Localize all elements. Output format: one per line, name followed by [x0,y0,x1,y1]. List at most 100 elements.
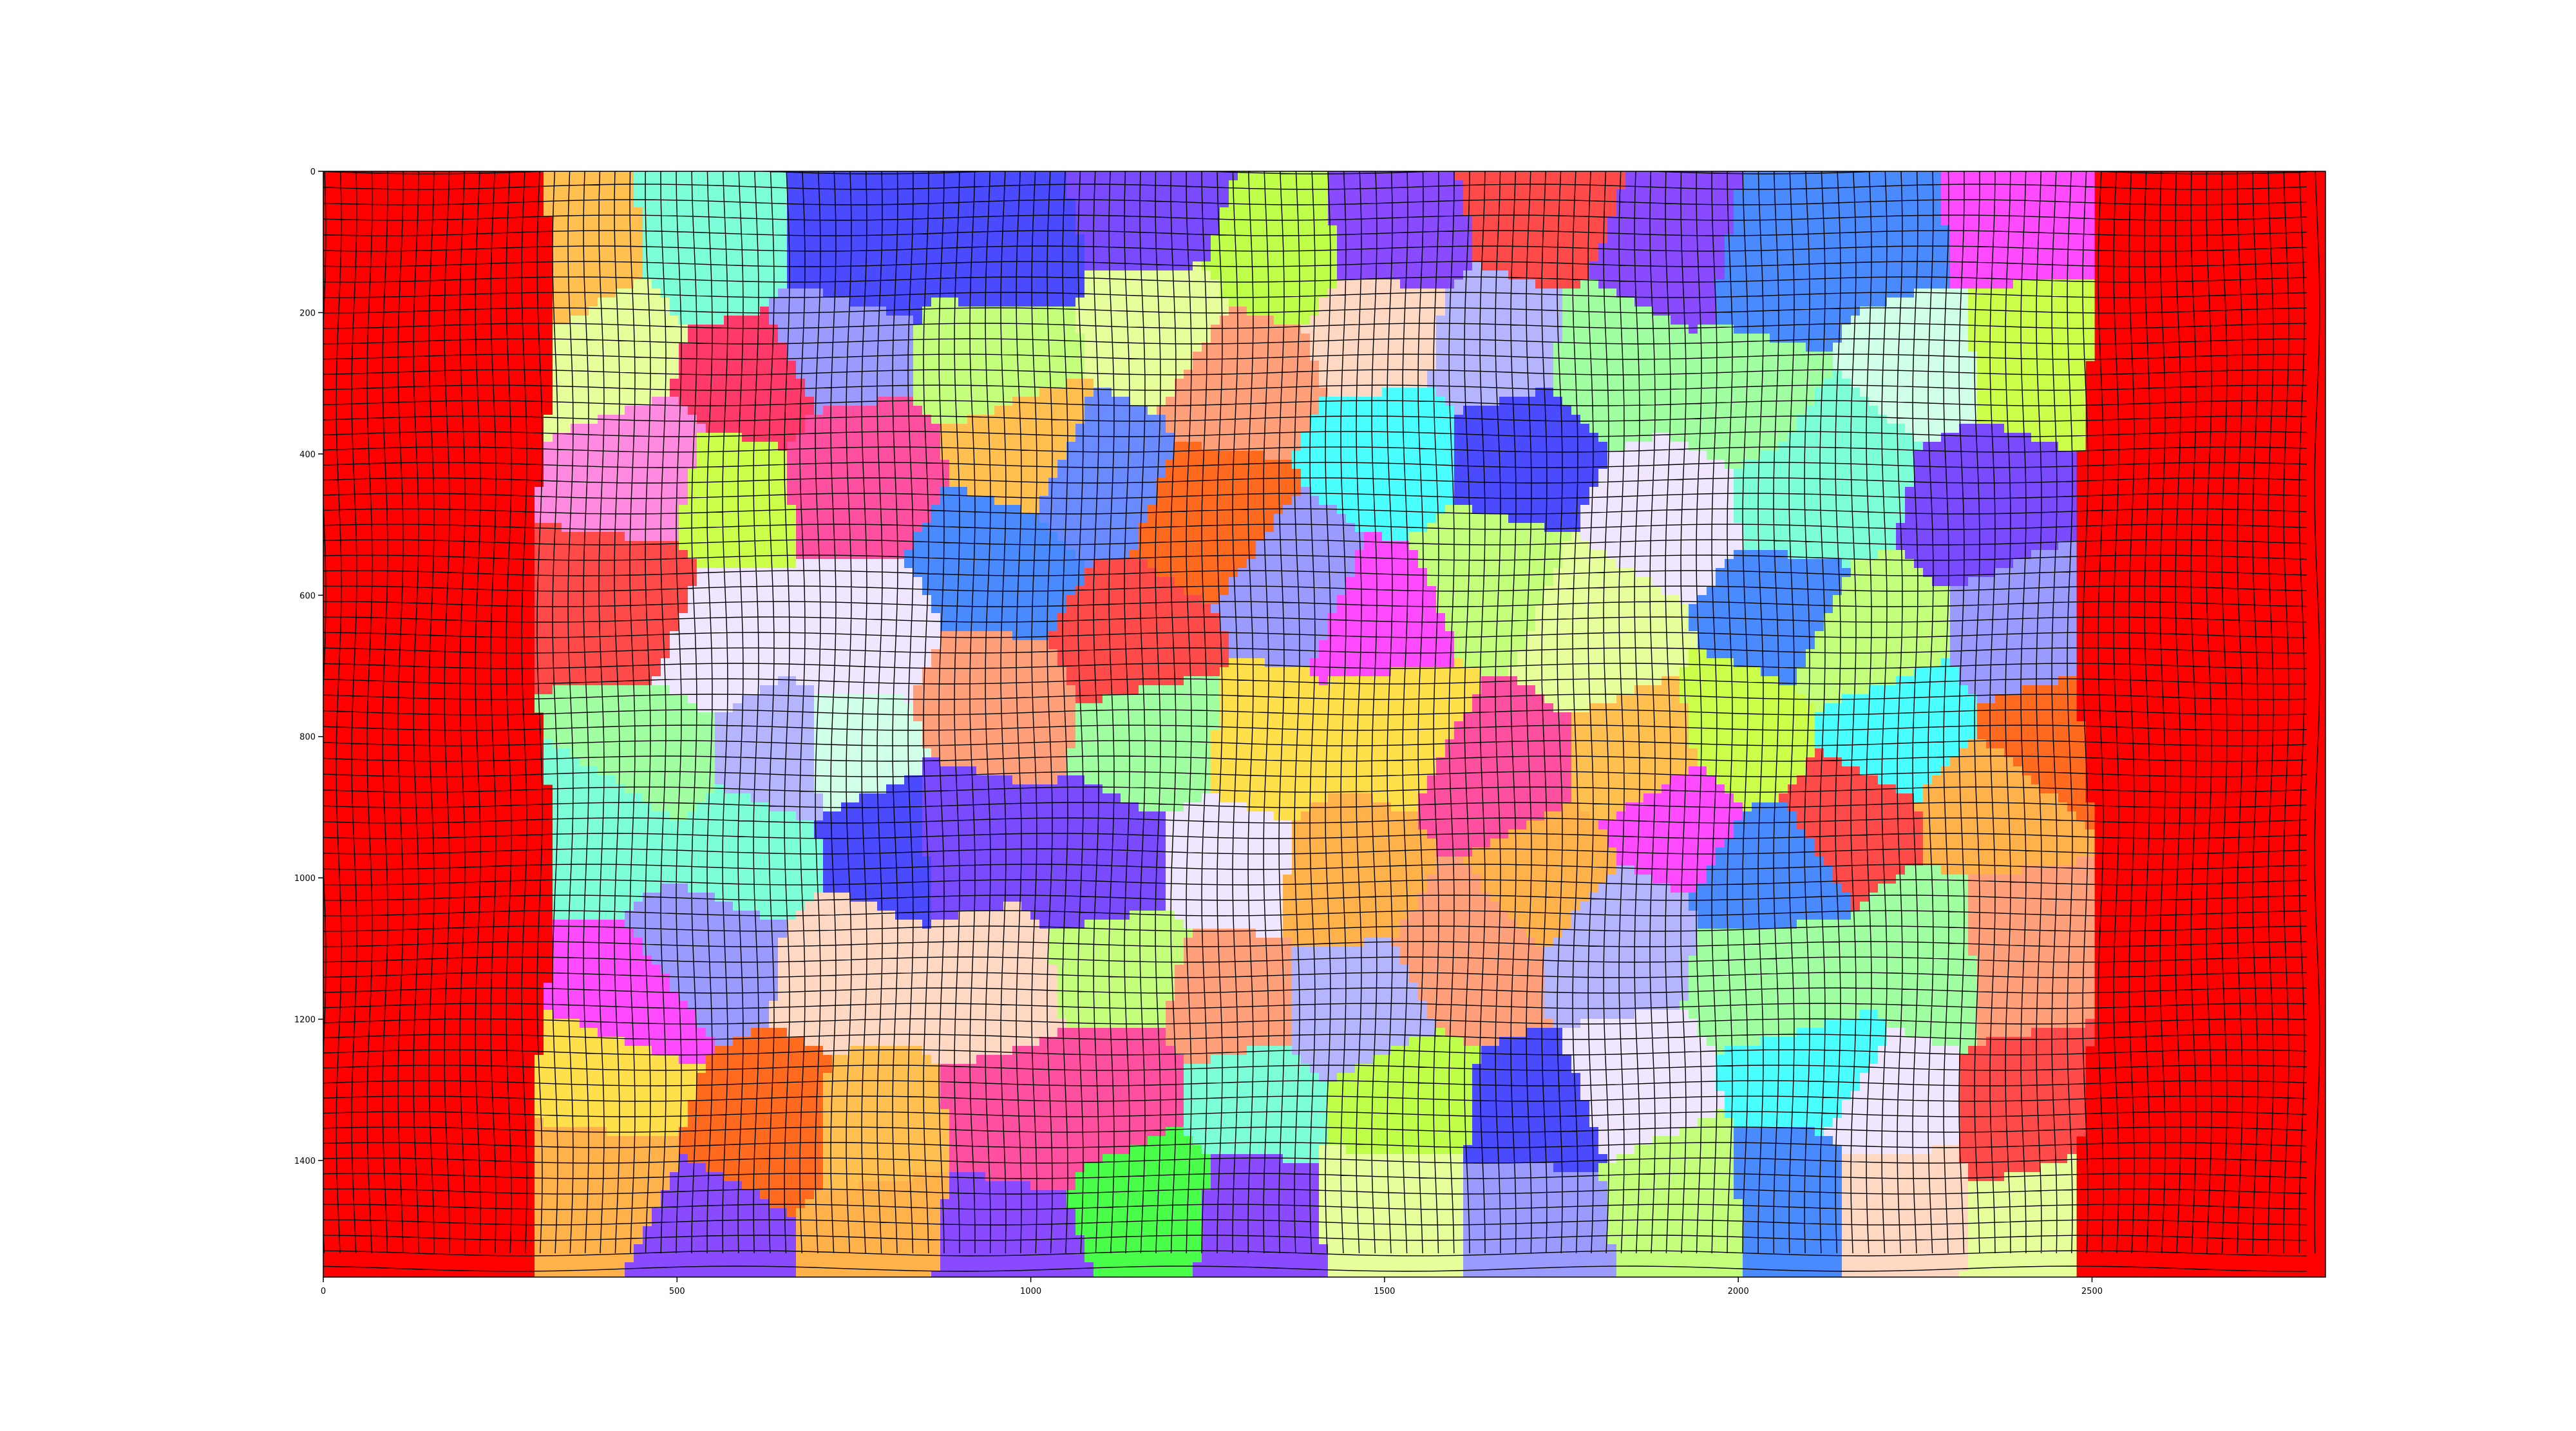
grain-cell [2058,406,2068,415]
grain-cell [1860,207,1870,217]
grain-cell [1166,198,1175,208]
grain-cell [1716,397,1725,406]
grain-cell [1788,189,1797,199]
grain-cell [1815,406,1824,415]
grain-cell [697,225,706,235]
grain-cell [1021,189,1031,199]
grain-cell [958,388,968,397]
grain-cell [688,406,697,415]
grain-cell [949,252,959,262]
grain-cell [1265,280,1274,289]
grain-cell [1625,361,1635,370]
grain-cell [1914,415,1924,424]
grain-cell [1454,325,1464,334]
grain-cell [2031,388,2041,397]
grain-cell [1445,352,1455,361]
grain-cell [1634,307,1644,316]
grain-cell [823,270,833,280]
grain-cell [607,406,616,415]
grain-cell [1328,298,1338,307]
grain-cell [1698,216,1707,226]
grain-cell [1968,243,1978,253]
grain-cell [1887,243,1897,253]
grain-cell [1337,361,1347,370]
grain-cell [1986,361,1996,370]
grain-cell [1896,225,1906,235]
grain-cell [697,252,706,262]
grain-cell [1662,361,1671,370]
grain-cell [1391,388,1401,397]
grain-cell [598,298,607,307]
grain-cell [1887,424,1897,433]
grain-cell [1797,334,1806,343]
grain-cell [634,415,643,424]
grain-cell [1571,207,1581,217]
grain-cell [2040,334,2050,343]
grain-cell [1103,189,1112,199]
grain-cell [1869,415,1879,424]
grain-cell [1084,415,1094,424]
grain-cell [1039,352,1049,361]
grain-cell [1436,325,1446,334]
grain-cell [895,334,905,343]
grain-cell [805,352,815,361]
grain-cell [1689,316,1698,325]
grain-cell [643,424,652,433]
grain-cell [1643,171,1653,181]
grain-cell [1066,180,1076,190]
grain-cell [760,216,770,226]
grain-cell [1021,280,1031,289]
grain-cell [1851,334,1861,343]
grain-cell [1021,343,1031,352]
grain-cell [724,316,734,325]
grain-cell [1950,234,1960,244]
grain-cell [643,234,652,244]
grain-cell [1075,316,1085,325]
grain-cell [1824,334,1833,343]
grain-cell [1346,370,1356,379]
grain-cell [1752,298,1761,307]
grain-cell [1905,298,1915,307]
grain-cell [1977,415,1987,424]
grain-cell [805,406,815,415]
grain-cell [1815,343,1824,352]
grain-cell [1436,379,1446,388]
grain-cell [760,234,770,244]
grain-cell [625,252,634,262]
grain-cell [1833,388,1842,397]
grain-cell [715,361,724,370]
grain-cell [1562,207,1572,217]
grain-cell [1499,189,1509,199]
grain-cell [850,406,860,415]
grain-cell [2013,388,2023,397]
grain-cell [1057,243,1067,253]
grain-cell [1544,252,1554,262]
grain-cell [1265,307,1274,316]
grain-cell [1851,424,1861,433]
grain-cell [1075,234,1085,244]
grain-cell [1571,424,1581,433]
grain-cell [1048,298,1058,307]
grain-cell [670,171,679,181]
grain-cell [1788,298,1797,307]
grain-cell [1914,280,1924,289]
grain-cell [1112,225,1121,235]
grain-cell [580,234,589,244]
grain-cell [634,316,643,325]
grain-cell [1274,316,1283,325]
grain-cell [1598,361,1608,370]
grain-cell [2040,343,2050,352]
grain-cell [1301,243,1311,253]
grain-cell [895,225,905,235]
grain-cell [1066,298,1076,307]
grain-cell [1283,406,1293,415]
grain-cell [1310,171,1320,181]
grain-cell [2067,397,2077,406]
grain-cell [625,424,634,433]
grain-cell [589,270,598,280]
grain-cell [832,352,842,361]
grain-cell [1346,325,1356,334]
grain-cell [1436,388,1446,397]
grain-cell [886,280,896,289]
grain-cell [1662,189,1671,199]
